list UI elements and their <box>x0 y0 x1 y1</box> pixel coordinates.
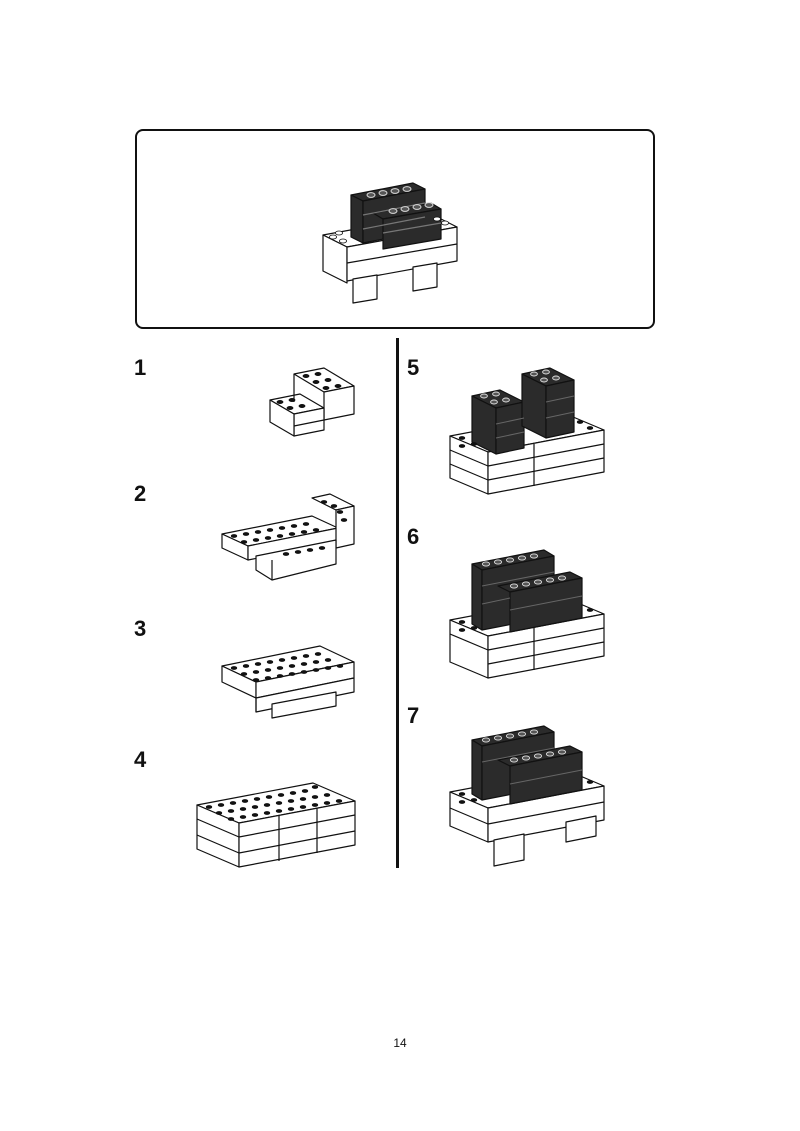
step-1-illustration <box>269 367 355 437</box>
step-7-illustration <box>449 725 605 867</box>
step-number-4: 4 <box>134 747 147 772</box>
step-5-illustration <box>449 367 605 495</box>
step-2-illustration <box>221 493 355 581</box>
step-6-illustration <box>449 549 605 679</box>
page-number: 14 <box>393 1036 407 1050</box>
column-divider <box>396 338 399 868</box>
finished-model-illustration <box>322 182 458 304</box>
step-number-3: 3 <box>134 616 147 641</box>
step-4-illustration <box>196 782 356 868</box>
finished-model-panel <box>135 129 655 329</box>
step-number-1: 1 <box>134 355 147 380</box>
step-number-2: 2 <box>134 481 147 506</box>
step-number-5: 5 <box>407 355 420 380</box>
step-number-7: 7 <box>407 703 420 728</box>
step-number-6: 6 <box>407 524 420 549</box>
step-3-illustration <box>221 645 355 719</box>
